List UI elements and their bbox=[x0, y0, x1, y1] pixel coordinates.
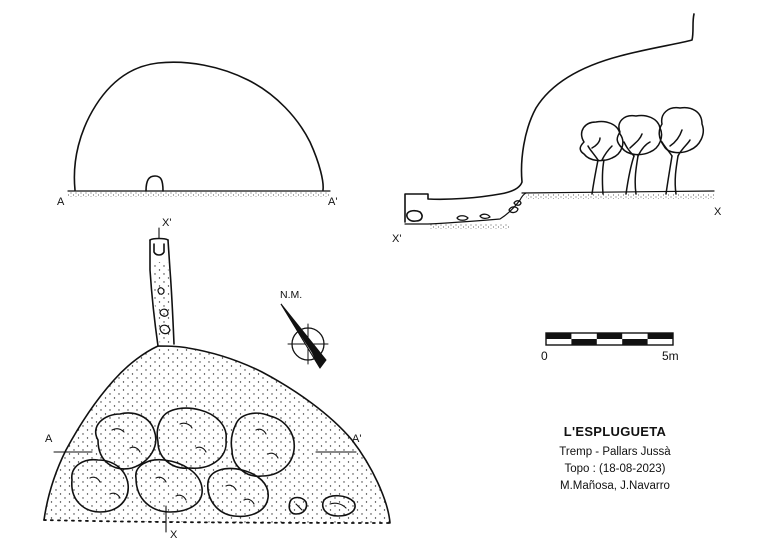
north-arrow bbox=[280, 303, 329, 369]
long-section-label-x-prime: X' bbox=[392, 233, 402, 245]
cross-section-a bbox=[67, 61, 331, 192]
survey-authors: M.Mañosa, J.Navarro bbox=[560, 480, 670, 492]
north-arrow-needle-light bbox=[280, 303, 321, 369]
plan-boulder-1 bbox=[95, 412, 157, 470]
plan-small-rock-2 bbox=[322, 494, 356, 517]
plan-label-x-prime: X' bbox=[162, 217, 172, 229]
scale-segment bbox=[647, 333, 673, 339]
scale-segment bbox=[622, 339, 648, 345]
plan-label-a: A bbox=[45, 433, 53, 445]
long-section-ground-dots-2 bbox=[526, 194, 714, 199]
tree-1 bbox=[579, 120, 624, 195]
plan-small-rock-1 bbox=[288, 496, 308, 515]
scale-bar bbox=[545, 332, 674, 346]
scale-segment bbox=[596, 333, 623, 339]
north-label: N.M. bbox=[280, 289, 303, 301]
cross-section-boulder bbox=[145, 175, 164, 192]
plan-boulder-5 bbox=[135, 458, 203, 513]
survey-date: Topo : (18-08-2023) bbox=[564, 463, 666, 475]
long-section-ground-dots bbox=[430, 224, 510, 229]
long-section-rock-1 bbox=[406, 209, 423, 222]
title-block: L'ESPLUGUETA Tremp - Pallars Jussà Topo … bbox=[520, 424, 710, 495]
plan-passage-rocks bbox=[157, 287, 171, 335]
survey-title: L'ESPLUGUETA bbox=[563, 424, 667, 439]
long-section-floor bbox=[404, 192, 527, 225]
plan-passage-boulder bbox=[153, 243, 165, 256]
plan-cave-outline bbox=[43, 345, 391, 524]
plan-passage-fill bbox=[152, 262, 172, 344]
trees bbox=[579, 106, 704, 195]
plan-label-x: X bbox=[170, 529, 178, 541]
survey-location: Tremp - Pallars Jussà bbox=[559, 446, 671, 458]
plan-cave-fill bbox=[44, 346, 390, 523]
cross-section-label-a: A bbox=[57, 196, 65, 208]
plan-passage-end bbox=[149, 237, 169, 241]
plan-boulder-6 bbox=[207, 467, 269, 518]
tree-3 bbox=[658, 106, 704, 195]
plan-boulder-3 bbox=[230, 412, 295, 477]
plan-label-a-prime: A' bbox=[352, 433, 362, 445]
scale-segment bbox=[546, 333, 572, 339]
cross-section-label-a-prime: A' bbox=[328, 196, 338, 208]
plan-boulder-2 bbox=[156, 407, 227, 469]
plan-boulder-texture bbox=[89, 422, 347, 511]
cross-section-outline bbox=[73, 61, 324, 191]
long-section bbox=[404, 13, 715, 225]
long-section-label-x: X bbox=[714, 206, 722, 218]
long-section-rock-5 bbox=[513, 200, 522, 206]
cross-section-ground bbox=[68, 192, 330, 197]
long-section-roof bbox=[404, 13, 695, 223]
plan-passage bbox=[149, 239, 175, 347]
long-section-ground bbox=[521, 190, 715, 194]
plan-entrance-line bbox=[43, 519, 391, 524]
tree-2 bbox=[616, 114, 663, 195]
long-section-rock-4 bbox=[508, 206, 519, 214]
scale-segment bbox=[571, 339, 597, 345]
scale-end-label: 5m bbox=[662, 349, 679, 363]
scale-start-label: 0 bbox=[541, 349, 548, 363]
plan-boulder-4 bbox=[71, 458, 129, 513]
long-section-rock-3 bbox=[479, 213, 491, 220]
plan-view bbox=[43, 227, 391, 533]
long-section-rock-2 bbox=[456, 215, 469, 221]
